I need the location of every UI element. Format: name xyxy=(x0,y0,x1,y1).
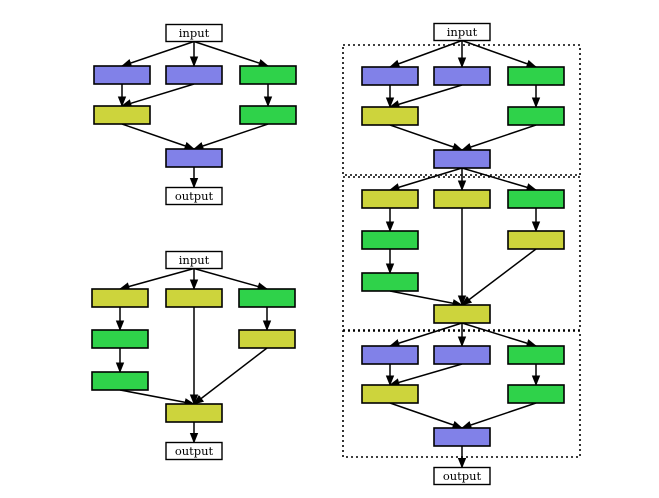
tl-merge-blue-node xyxy=(165,148,223,168)
tl-input-node-label: input xyxy=(179,26,210,40)
r-b1-r1-green-node-3 xyxy=(507,66,565,86)
r-output-node-box xyxy=(433,466,491,486)
tl-edge-r2b-merge xyxy=(193,123,269,150)
nodes-layer: input output input output input output xyxy=(91,22,565,486)
r-b2-edge-c3-merge xyxy=(461,248,537,306)
r-output-node-label: output xyxy=(443,469,482,483)
r-input-node: input xyxy=(433,22,491,42)
tl-input-node-box xyxy=(165,23,223,43)
tl-output-node: output xyxy=(165,186,223,206)
r-frame-1 xyxy=(342,44,581,176)
r-b3-edge-r2a-merge xyxy=(389,402,463,429)
r-output-node: output xyxy=(433,466,491,486)
bl-edge-input-c3 xyxy=(193,267,269,291)
tl-edge-r1b-r2a xyxy=(120,83,195,108)
r-b2-c1-yellow-node-1 xyxy=(361,189,419,209)
bl-input-node: input xyxy=(165,250,223,270)
bl-input-node-box xyxy=(165,250,223,270)
r-b1-r1-blue-node-1 xyxy=(361,66,419,86)
r-b3-r1-blue-node-2 xyxy=(433,345,491,365)
bl-output-node-box xyxy=(165,441,223,461)
bl-edge-c1-merge xyxy=(119,389,196,407)
tl-output-node-label: output xyxy=(175,189,214,203)
r-b3-edge-in-1 xyxy=(388,322,463,348)
r-b3-edge-in-3 xyxy=(461,322,538,348)
r-b3-r1-green-node-3 xyxy=(507,345,565,365)
r-b1-edge-r2a-merge xyxy=(389,124,463,151)
r-b2-c3-green-node-1 xyxy=(507,189,565,209)
tl-r1-blue-node-2 xyxy=(165,65,223,85)
bl-output-node-label: output xyxy=(175,444,214,458)
bl-c3-green-node-1 xyxy=(238,288,296,308)
r-b3-merge-blue-node xyxy=(433,427,491,447)
r-input-node-label: input xyxy=(447,25,478,39)
r-b3-r1-blue-node-1 xyxy=(361,345,419,365)
r-b2-edge-in-c1 xyxy=(388,167,463,192)
tl-output-node-box xyxy=(165,186,223,206)
r-b2-edge-in-c3 xyxy=(461,167,538,192)
r-b3-edge-r2b-merge xyxy=(461,402,537,429)
r-b2-c1-green-node-3 xyxy=(361,272,419,292)
tl-edge-r2a-merge xyxy=(121,123,195,150)
r-input-node-box xyxy=(433,22,491,42)
r-b2-c3-yellow-node-2 xyxy=(507,230,565,250)
bl-c1-green-node-2 xyxy=(91,329,149,349)
r-b2-merge-yellow-node xyxy=(433,304,491,324)
r-b1-r2-yellow-node-1 xyxy=(361,106,419,126)
r-b1-edge-r2b-merge xyxy=(461,124,537,151)
tl-input-node: input xyxy=(165,23,223,43)
edges-layer xyxy=(115,39,541,469)
r-b2-c2-yellow-node xyxy=(433,189,491,209)
bl-c2-yellow-node xyxy=(165,288,223,308)
r-b1-edge-input-1 xyxy=(389,39,463,68)
r-b1-merge-blue-node xyxy=(433,149,491,169)
tl-edge-input-r1-1 xyxy=(121,40,195,67)
bl-edge-c3-merge xyxy=(193,347,268,405)
tl-r1-blue-node-1 xyxy=(93,65,151,85)
r-b1-edge-b-r2a xyxy=(388,84,463,109)
dotted-frames-layer xyxy=(342,44,581,458)
bl-c1-green-node-3 xyxy=(91,371,149,391)
bl-c3-yellow-node-2 xyxy=(238,329,296,349)
r-frame-3 xyxy=(342,330,581,458)
r-b3-r2-yellow-node-1 xyxy=(361,384,419,404)
r-b1-r2-green-node-2 xyxy=(507,106,565,126)
tl-r1-green-node-3 xyxy=(239,65,297,85)
r-b3-r2-green-node-2 xyxy=(507,384,565,404)
bl-input-node-label: input xyxy=(179,253,210,267)
bl-edge-input-c1 xyxy=(118,267,195,291)
r-b1-r1-blue-node-2 xyxy=(433,66,491,86)
tl-r2-green-node-2 xyxy=(239,105,297,125)
tl-r2-yellow-node-1 xyxy=(93,105,151,125)
bl-output-node: output xyxy=(165,441,223,461)
r-b3-edge-b-r2a xyxy=(388,363,463,387)
r-b2-edge-c1-merge xyxy=(389,290,464,308)
r-b2-c1-green-node-2 xyxy=(361,230,419,250)
bl-merge-yellow-node xyxy=(165,403,223,423)
bl-c1-yellow-node-1 xyxy=(91,288,149,308)
tl-edge-input-r1-3 xyxy=(193,40,269,68)
